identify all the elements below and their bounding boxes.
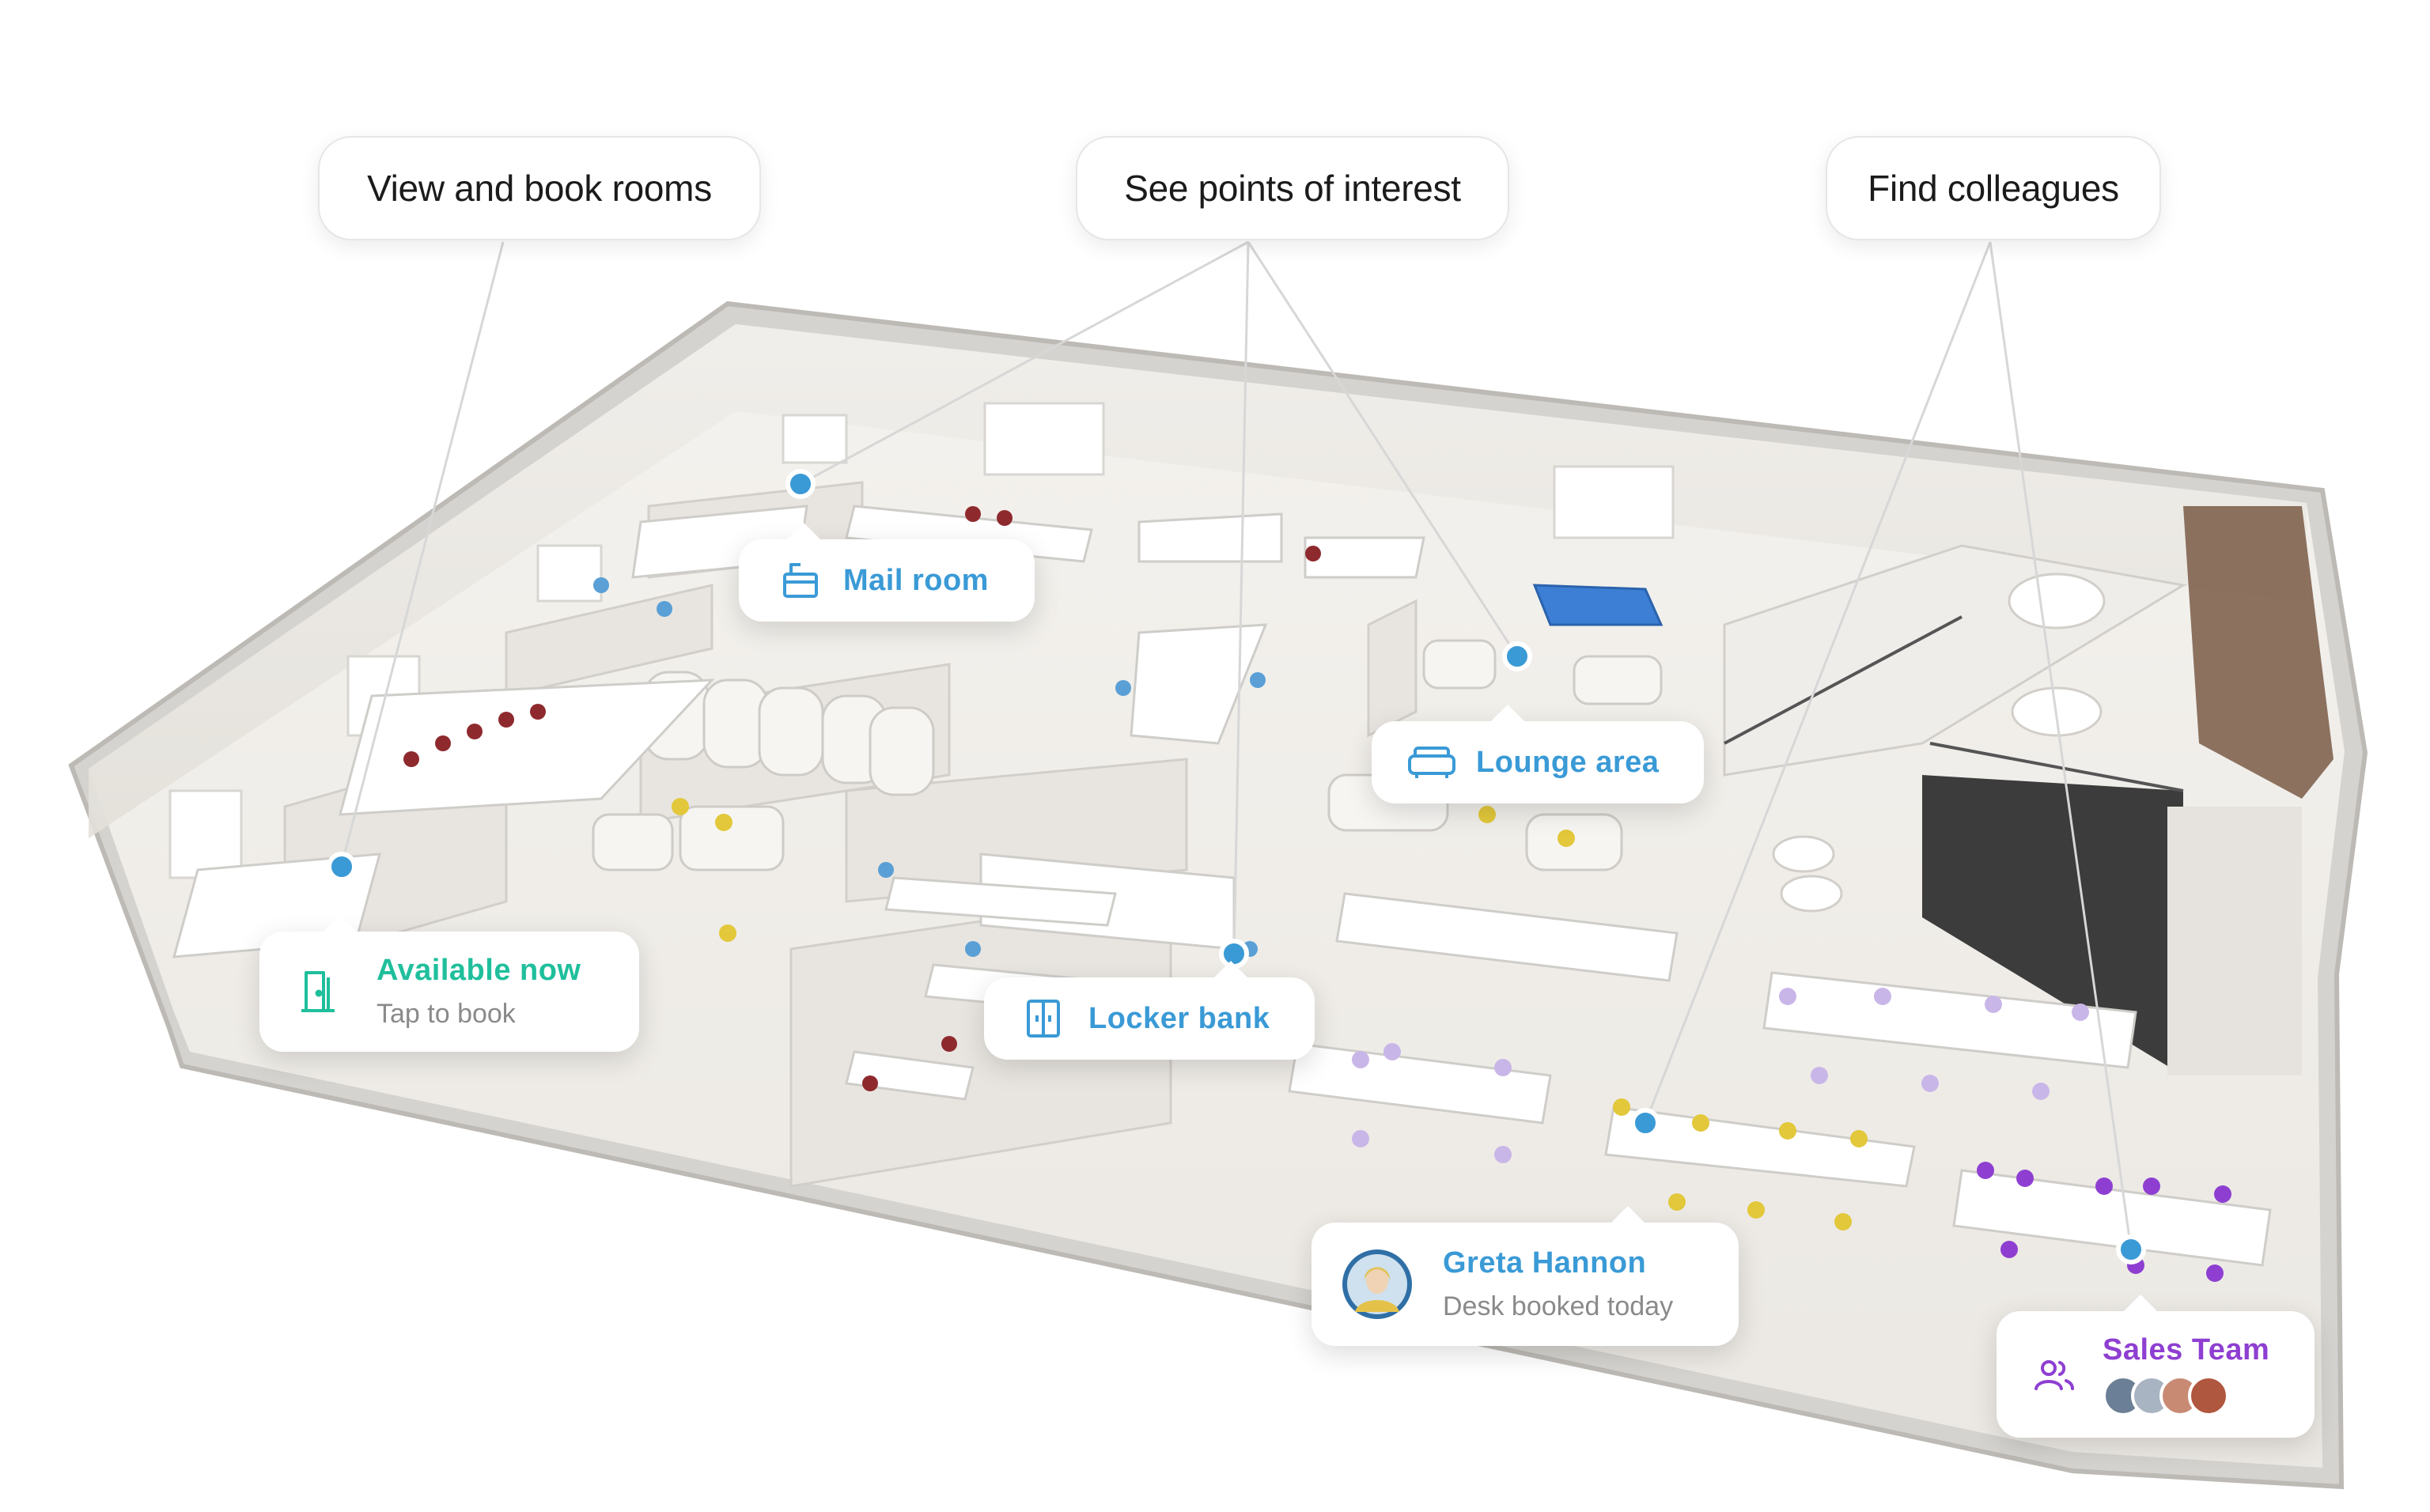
lounge-area-label: Lounge area — [1476, 745, 1660, 779]
people-yellow — [672, 798, 1868, 1230]
people-purple — [1977, 1162, 2231, 1282]
people-lilac — [1352, 988, 2089, 1163]
card-tail — [1611, 1206, 1645, 1223]
callout-find-colleagues[interactable]: Find colleagues — [1826, 136, 2161, 240]
tap-to-book-hint: Tap to book — [377, 999, 516, 1029]
card-tail — [323, 915, 358, 932]
avatar — [1342, 1249, 1413, 1320]
colleague-name: Greta Hannon — [1443, 1246, 1647, 1280]
mail-room-label: Mail room — [843, 563, 989, 597]
people-icon — [2033, 1355, 2076, 1394]
team-name: Sales Team — [2103, 1332, 2270, 1366]
people-maroon — [403, 506, 1321, 1091]
door-icon — [296, 968, 340, 1015]
kitchen-wall — [2183, 506, 2333, 799]
avatar — [2188, 1374, 2229, 1416]
callout-view-book-rooms[interactable]: View and book rooms — [318, 136, 761, 240]
card-tail — [786, 523, 821, 540]
colleague-card-greta-hannon[interactable]: Greta Hannon Desk booked today — [1312, 1206, 1739, 1346]
availability-status: Available now — [377, 954, 581, 987]
people-blue — [593, 577, 1266, 957]
team-card-sales[interactable]: Sales Team — [1997, 1295, 2315, 1438]
mailbox-icon — [778, 558, 823, 603]
phone-pods — [643, 671, 935, 796]
ping-pong-table — [1532, 584, 1664, 626]
map-pins — [327, 469, 2146, 1264]
locker-bank-label: Locker bank — [1088, 1001, 1270, 1035]
locker-bank-card[interactable]: Locker bank — [984, 961, 1315, 1060]
card-tail — [1213, 961, 1248, 978]
leader-lines — [340, 240, 2133, 1250]
available-room-card[interactable]: Available now Tap to book — [259, 915, 639, 1052]
mail-room-card[interactable]: Mail room — [739, 523, 1035, 622]
locker-icon — [1024, 996, 1063, 1041]
callout-points-of-interest[interactable]: See points of interest — [1076, 136, 1509, 240]
card-tail — [2123, 1295, 2158, 1312]
colleague-booking-status: Desk booked today — [1443, 1291, 1674, 1321]
card-tail — [1490, 705, 1525, 722]
sofa-icon — [1406, 740, 1457, 784]
round-tables — [1772, 573, 2106, 913]
team-member-avatars — [2103, 1374, 2269, 1416]
back-wall — [89, 324, 2307, 838]
lounge-area-card[interactable]: Lounge area — [1372, 705, 1704, 803]
